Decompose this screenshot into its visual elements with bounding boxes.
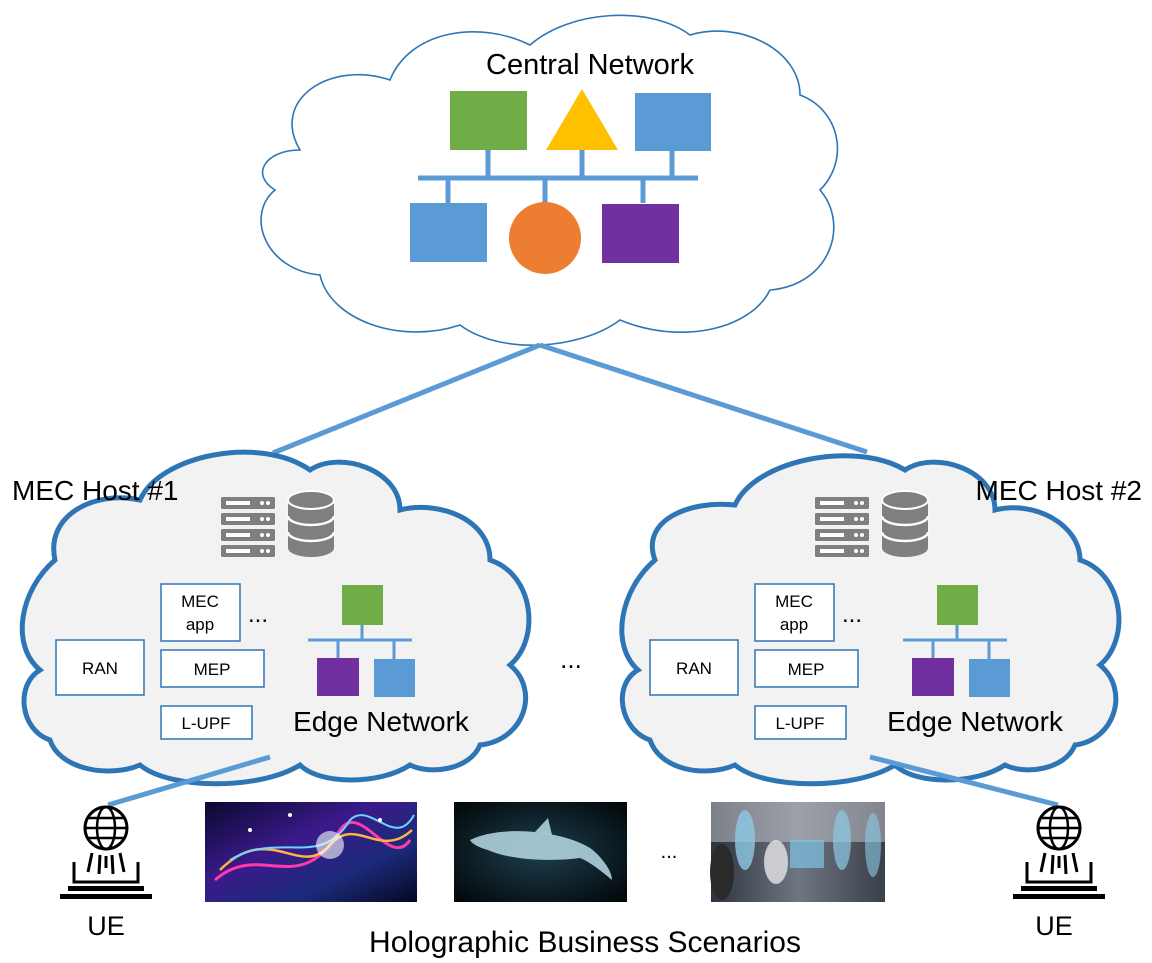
mec-app-label-line1: MEC [775,592,813,611]
lupf-label: L-UPF [775,714,824,733]
mec-host-1-title: MEC Host #1 [12,475,179,506]
scenario-image-light-show [205,802,417,902]
edge-node-green [937,585,978,625]
central-node-orange-circle [509,202,581,274]
central-node-purple-square [602,204,679,263]
hologram-projector-icon [60,805,152,899]
edge-network-1 [308,585,415,697]
edge-network-label: Edge Network [887,706,1064,737]
scenario-ellipsis: ... [661,841,678,863]
edge-node-blue [374,659,415,697]
central-bus [418,150,698,203]
central-node-blue-square-bottom [410,203,487,262]
database-icon [880,490,930,557]
edge-node-purple [317,658,359,696]
ue-right-label: UE [1035,911,1073,941]
central-node-green-square [450,91,527,150]
mep-box-1 [160,649,265,688]
mep-box-2 [754,649,859,688]
lupf-box-2 [754,705,847,740]
mec-app-box-1 [160,583,241,642]
central-node-blue-square-top [635,93,711,151]
mec-app-label-line2: app [186,615,214,634]
mep-label: MEP [788,660,825,679]
mec-app-ellipsis: ... [248,601,268,628]
central-node-yellow-triangle [546,89,618,150]
holographic-business-scenarios-label: Holographic Business Scenarios [369,926,801,959]
edge-network-label: Edge Network [293,706,470,737]
lupf-label: L-UPF [181,714,230,733]
mec-app-label-line2: app [780,615,808,634]
mec-host-1 [19,449,532,787]
server-rack-icon [221,497,275,557]
central-links [272,342,868,456]
edge-node-purple [912,658,954,696]
mec-host-2 [619,453,1122,787]
hologram-projector-icon [1013,805,1105,899]
mec-app-label-line1: MEC [181,592,219,611]
database-icon [286,490,336,557]
ue-left-label: UE [87,911,125,941]
scenario-image-hologram-meeting [710,802,885,902]
lupf-box-1 [160,705,253,740]
edge-network-2 [903,585,1010,697]
mec-app-ellipsis: ... [842,601,862,628]
ue-links [107,754,1059,808]
mec-host-2-title: MEC Host #2 [976,475,1143,506]
ran-box-2 [649,639,739,696]
mep-label: MEP [194,660,231,679]
ran-label: RAN [82,659,118,678]
central-network-title: Central Network [486,49,694,81]
hosts-ellipsis: ... [560,644,582,674]
server-rack-icon [815,497,869,557]
ran-label: RAN [676,659,712,678]
edge-node-green [342,585,383,625]
scenario-image-hologram-dolphin [454,802,627,902]
edge-node-blue [969,659,1010,697]
ran-box-1 [55,639,145,696]
mec-app-box-2 [754,583,835,642]
